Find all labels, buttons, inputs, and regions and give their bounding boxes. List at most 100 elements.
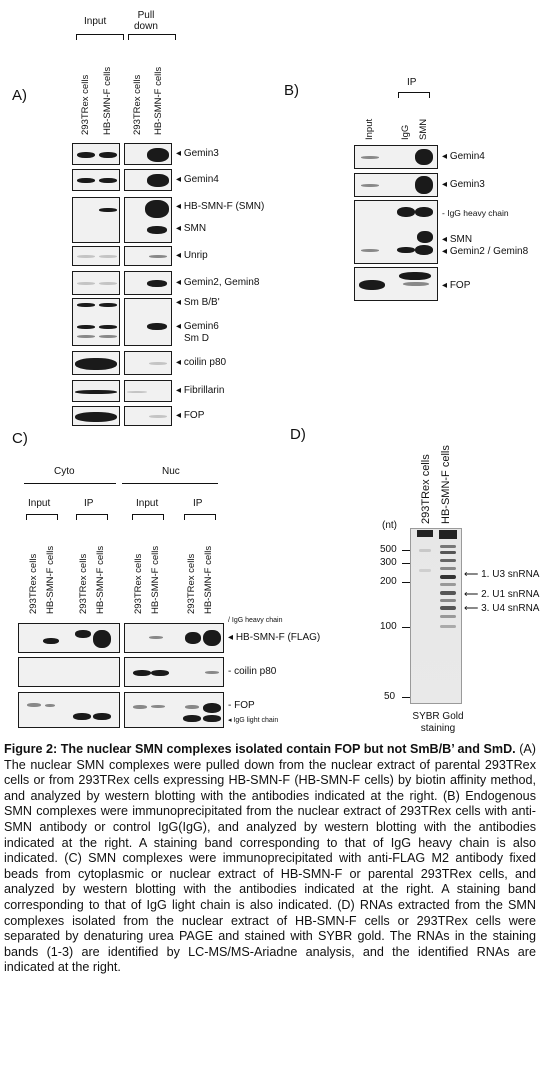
panel-a-label: A) xyxy=(12,87,27,104)
blot-a-unrip-pulldown xyxy=(124,246,172,266)
lane-label: IgG xyxy=(400,124,411,140)
marker-label: 500 xyxy=(380,544,397,555)
blot-b-smn xyxy=(354,200,438,264)
sub-input-label: Input xyxy=(28,498,51,509)
band-label: - coilin p80 xyxy=(228,666,277,677)
lane-label: 293TRex cells xyxy=(28,553,39,614)
blot-a-gemin4-pulldown xyxy=(124,169,172,191)
sub-input-label: Input xyxy=(136,498,159,509)
lane-label: 293TRex cells xyxy=(132,74,143,135)
sub-bracket xyxy=(132,514,164,520)
figure-caption: Figure 2: The nuclear SMN complexes isol… xyxy=(4,742,536,976)
band-label: ◂ coilin p80 xyxy=(176,357,227,368)
blot-c-fop-cyto xyxy=(18,692,120,728)
band-label: ◂ Gemin4 xyxy=(442,151,485,162)
blot-c-fop-nuc xyxy=(124,692,224,728)
blot-c-coilin-cyto xyxy=(18,657,120,687)
marker-tick xyxy=(402,697,410,698)
lane-label: 293TRex cells xyxy=(78,553,89,614)
band-label: ◂ Fibrillarin xyxy=(176,385,225,396)
sub-bracket xyxy=(26,514,58,520)
group-ip-bracket xyxy=(398,92,430,98)
blot-a-fop-input xyxy=(72,406,120,426)
marker-label: 300 xyxy=(380,557,397,568)
blot-a-gemin4-input xyxy=(72,169,120,191)
sub-ip-label: IP xyxy=(193,498,203,509)
blot-b-gemin4 xyxy=(354,145,438,169)
lane-label: HB-SMN-F cells xyxy=(102,66,113,135)
rna-label: ⟵ 2. U1 snRNA xyxy=(464,589,540,600)
sub-bracket xyxy=(76,514,108,520)
band-label: - IgG heavy chain xyxy=(442,208,509,218)
lane-label: 293TRex cells xyxy=(186,553,197,614)
sub-bracket xyxy=(184,514,216,520)
rna-label: ⟵ 3. U4 snRNA xyxy=(464,603,540,614)
band-label: ◂ Sm B/B' xyxy=(176,297,220,308)
blot-b-gemin3 xyxy=(354,173,438,197)
band-label: ◂ IgG light chain xyxy=(228,717,279,724)
lane-label: HB-SMN-F cells xyxy=(45,545,56,614)
blot-a-smn-pulldown xyxy=(124,197,172,243)
marker-tick xyxy=(402,627,410,628)
group-ip-label: IP xyxy=(407,77,417,88)
marker-tick xyxy=(402,582,410,583)
band-label: ◂ Gemin6 xyxy=(176,321,219,332)
lane-label: HB-SMN-F cells xyxy=(440,445,452,524)
gel-image xyxy=(410,528,462,704)
blot-c-coilin-nuc xyxy=(124,657,224,687)
band-label: ◂ Gemin4 xyxy=(176,174,219,185)
band-label: ◂ SMN xyxy=(176,223,207,234)
rna-label: ⟵ 1. U3 snRNA xyxy=(464,569,540,580)
band-label: ◂ Gemin3 xyxy=(176,148,219,159)
marker-tick xyxy=(402,563,410,564)
band-label: ◂ Gemin2, Gemin8 xyxy=(176,277,260,288)
group-nuc-label: Nuc xyxy=(162,466,180,477)
blot-b-fop xyxy=(354,267,438,301)
lane-label: SMN xyxy=(418,118,429,140)
marker-label: 100 xyxy=(380,621,397,632)
blot-c-flag-cyto xyxy=(18,623,120,653)
lane-label: HB-SMN-F cells xyxy=(95,545,106,614)
band-label: Sm D xyxy=(184,333,209,344)
marker-label: 50 xyxy=(384,691,396,702)
group-input-label: Input xyxy=(84,16,107,27)
band-label: ◂ SMN xyxy=(442,234,473,245)
unit-label: (nt) xyxy=(382,520,397,531)
stain-label: SYBR Gold staining xyxy=(412,711,464,734)
group-pulldown-label: Pull down xyxy=(134,10,158,32)
blot-a-fibrillarin-input xyxy=(72,380,120,402)
group-pulldown-bracket xyxy=(128,34,176,40)
blot-a-sm-pulldown xyxy=(124,298,172,346)
marker-tick xyxy=(402,550,410,551)
group-input-bracket xyxy=(76,34,124,40)
blot-a-coilin-pulldown xyxy=(124,351,172,375)
lane-label: Input xyxy=(364,118,375,140)
panel-c-label: C) xyxy=(12,430,28,447)
blot-a-coilin-input xyxy=(72,351,120,375)
blot-a-fibrillarin-pulldown xyxy=(124,380,172,402)
caption-body: (A) The nuclear SMN complexes were pulle… xyxy=(4,742,536,975)
lane-label: 293TRex cells xyxy=(80,74,91,135)
lane-label: HB-SMN-F cells xyxy=(150,545,161,614)
blot-a-gemin2-pulldown xyxy=(124,271,172,295)
blot-a-fop-pulldown xyxy=(124,406,172,426)
band-label: ◂ Unrip xyxy=(176,250,208,261)
panel-d-label: D) xyxy=(290,426,306,443)
group-nuc-line xyxy=(122,483,218,484)
marker-label: 200 xyxy=(380,576,397,587)
blot-a-gemin3-pulldown xyxy=(124,143,172,165)
blot-a-sm-input xyxy=(72,298,120,346)
band-label: ◂ Gemin2 / Gemin8 xyxy=(442,246,529,257)
band-label: / IgG heavy chain xyxy=(228,617,283,624)
band-label: ◂ FOP xyxy=(176,410,205,421)
blot-a-smn-input xyxy=(72,197,120,243)
lane-label: HB-SMN-F cells xyxy=(203,545,214,614)
blot-a-unrip-input xyxy=(72,246,120,266)
panel-b-label: B) xyxy=(284,82,299,99)
lane-label: HB-SMN-F cells xyxy=(153,66,164,135)
band-label: ◂ HB-SMN-F (FLAG) xyxy=(228,632,321,643)
band-label: ◂ Gemin3 xyxy=(442,179,485,190)
blot-a-gemin3-input xyxy=(72,143,120,165)
caption-title: Figure 2: The nuclear SMN complexes isol… xyxy=(4,742,516,756)
band-label: - FOP xyxy=(228,700,255,711)
